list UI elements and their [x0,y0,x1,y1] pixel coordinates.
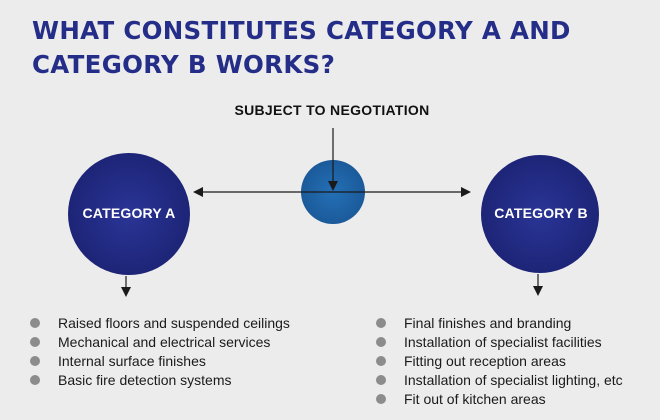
arrow-down-b-icon [533,286,543,296]
arrow-down-a-icon [121,287,131,297]
category-b-list: Final finishes and branding Installation… [376,314,656,409]
list-item: Raised floors and suspended ceilings [30,314,310,332]
list-item-text: Internal surface finishes [58,353,206,369]
list-item: Mechanical and electrical services [30,333,310,351]
list-item: Fitting out reception areas [376,352,656,370]
list-item-text: Basic fire detection systems [58,372,232,388]
bullet-icon [30,318,40,328]
bullet-icon [376,394,386,404]
list-item: Basic fire detection systems [30,371,310,389]
arrow-right-icon [461,187,471,197]
list-item: Final finishes and branding [376,314,656,332]
list-item-text: Fit out of kitchen areas [404,391,546,407]
list-item: Internal surface finishes [30,352,310,370]
subject-to-negotiation-label: SUBJECT TO NEGOTIATION [234,102,430,118]
list-item: Installation of specialist lighting, etc [376,371,656,389]
page-title: WHAT CONSTITUTES CATEGORY A AND CATEGORY… [32,14,632,82]
arrow-left-icon [193,187,203,197]
category-b-label: CATEGORY B [494,205,588,221]
bullet-icon [376,356,386,366]
list-item-text: Mechanical and electrical services [58,334,271,350]
category-a-label: CATEGORY A [82,205,176,221]
list-item-text: Raised floors and suspended ceilings [58,315,290,331]
list-item-text: Fitting out reception areas [404,353,566,369]
list-item-text: Installation of specialist facilities [404,334,602,350]
category-a-list: Raised floors and suspended ceilings Mec… [30,314,310,390]
category-b-circle [481,155,599,273]
category-a-circle [68,153,190,275]
bullet-icon [30,337,40,347]
bullet-icon [376,337,386,347]
bullet-icon [376,318,386,328]
list-item: Installation of specialist facilities [376,333,656,351]
title-line-1: WHAT CONSTITUTES CATEGORY A AND [32,16,571,45]
bullet-icon [30,356,40,366]
list-item-text: Final finishes and branding [404,315,572,331]
title-line-2: CATEGORY B WORKS? [32,50,336,79]
bullet-icon [30,375,40,385]
arrow-down-center-icon [328,181,338,191]
list-item-text: Installation of specialist lighting, etc [404,372,623,388]
list-item: Fit out of kitchen areas [376,390,656,408]
bullet-icon [376,375,386,385]
